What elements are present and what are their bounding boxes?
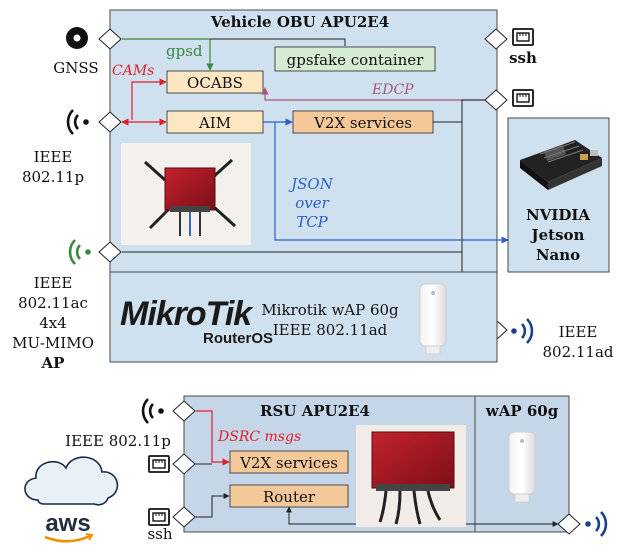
json-label-3: TCP: [296, 213, 328, 231]
gpsd-gpsfake-link: [210, 38, 346, 46]
ieee-ac-label-1: IEEE: [34, 274, 73, 292]
obu-ssh-label: ssh: [509, 49, 537, 67]
ieee-ac-label-5: AP: [41, 354, 65, 372]
port-jetson-eth: [484, 89, 508, 111]
location-pin-icon: [66, 27, 88, 49]
edcp-arrow: [261, 87, 485, 101]
wireless-signal-icon: [585, 511, 608, 537]
ieee-ad-label-1: IEEE: [559, 323, 598, 341]
port-rsu-wifi-p: [172, 400, 196, 422]
wireless-signal-icon: [68, 239, 91, 265]
rsu-ieee-80211p-label: IEEE 802.11p: [65, 432, 171, 450]
edcp-label: EDCP: [371, 82, 414, 98]
ethernet-port-icon: [512, 28, 534, 46]
port-gnss: [98, 28, 122, 50]
router-wap-link: [286, 506, 559, 527]
ethernet-port-icon: [148, 455, 170, 473]
jetson-label-2: Jetson: [530, 226, 585, 244]
ocabs-label: OCABS: [187, 74, 243, 92]
jetson-label-3: Nano: [536, 246, 580, 264]
ieee-80211p-label-2: 802.11p: [22, 168, 84, 186]
port-rsu-ssh: [172, 506, 196, 528]
wap-device-image: [419, 283, 447, 355]
apu-router-photo: [121, 143, 251, 245]
mikrotik-logo: MikroTik RouterOS: [120, 295, 273, 347]
rsu-v2x-services-box: [229, 450, 349, 474]
wap60g-title: wAP 60g: [485, 402, 559, 420]
wireless-signal-icon: [141, 398, 164, 424]
dsrc-label: DSRC msgs: [217, 429, 301, 445]
rsu-ssh-label: ssh: [147, 525, 172, 543]
rsu-title: RSU APU2E4: [260, 402, 370, 420]
dsrc-arrow: [196, 410, 230, 466]
wap-device-image: [508, 431, 536, 503]
gpsfake-container-label: gpsfake container: [287, 51, 425, 69]
mikrotik-logo-sub: RouterOS: [203, 330, 273, 347]
ieee-ac-label-2: 802.11ac: [18, 294, 88, 312]
cloud-icon: aws: [24, 456, 119, 543]
gpsfake-container-box: [274, 46, 436, 72]
ethernet-port-icon: [148, 508, 170, 526]
rsu-ssh-router-link: [195, 493, 230, 518]
ieee-80211p-label-1: IEEE: [34, 148, 73, 166]
mikrotik-name-2: IEEE 802.11ad: [273, 321, 388, 339]
wireless-signal-icon: [66, 109, 89, 135]
obu-v2x-services-label: V2X services: [313, 114, 412, 132]
aim-label: AIM: [198, 114, 231, 132]
json-label-2: over: [295, 194, 329, 212]
gnss-label: GNSS: [53, 59, 98, 77]
port-wifi-p: [98, 111, 122, 133]
jetson-label-1: NVIDIA: [526, 206, 590, 224]
ieee-ad-label-2: 802.11ad: [542, 343, 613, 361]
json-tcp-arrow: [274, 122, 509, 244]
ieee-ac-label-4: MU-MIMO: [12, 334, 94, 352]
ocabs-box: [166, 70, 264, 94]
aws-label: aws: [45, 510, 90, 537]
rsu-v2x-services-label: V2X services: [239, 454, 338, 472]
json-label-1: JSON: [288, 175, 334, 193]
mikrotik-logo-text: MikroTik: [120, 295, 254, 333]
obu-title: Vehicle OBU APU2E4: [210, 13, 389, 31]
cams-label: CAMs: [112, 63, 154, 79]
router-label: Router: [263, 488, 316, 506]
port-ssh-obu: [484, 28, 508, 50]
ethernet-port-icon: [512, 89, 534, 107]
jetson-board-image: [520, 140, 602, 190]
port-rsu-aws: [172, 453, 196, 475]
port-wifi-ac: [98, 241, 122, 263]
cams-arrow: [131, 78, 167, 120]
wireless-signal-icon: [511, 318, 534, 344]
ieee-ac-label-3: 4x4: [39, 314, 67, 332]
apu-router-photo: [356, 425, 466, 527]
mikrotik-name-1: Mikrotik wAP 60g: [261, 301, 399, 319]
gpsd-label: gpsd: [166, 42, 203, 60]
jetson-panel: [507, 117, 610, 273]
port-rsu-60g: [557, 513, 581, 535]
